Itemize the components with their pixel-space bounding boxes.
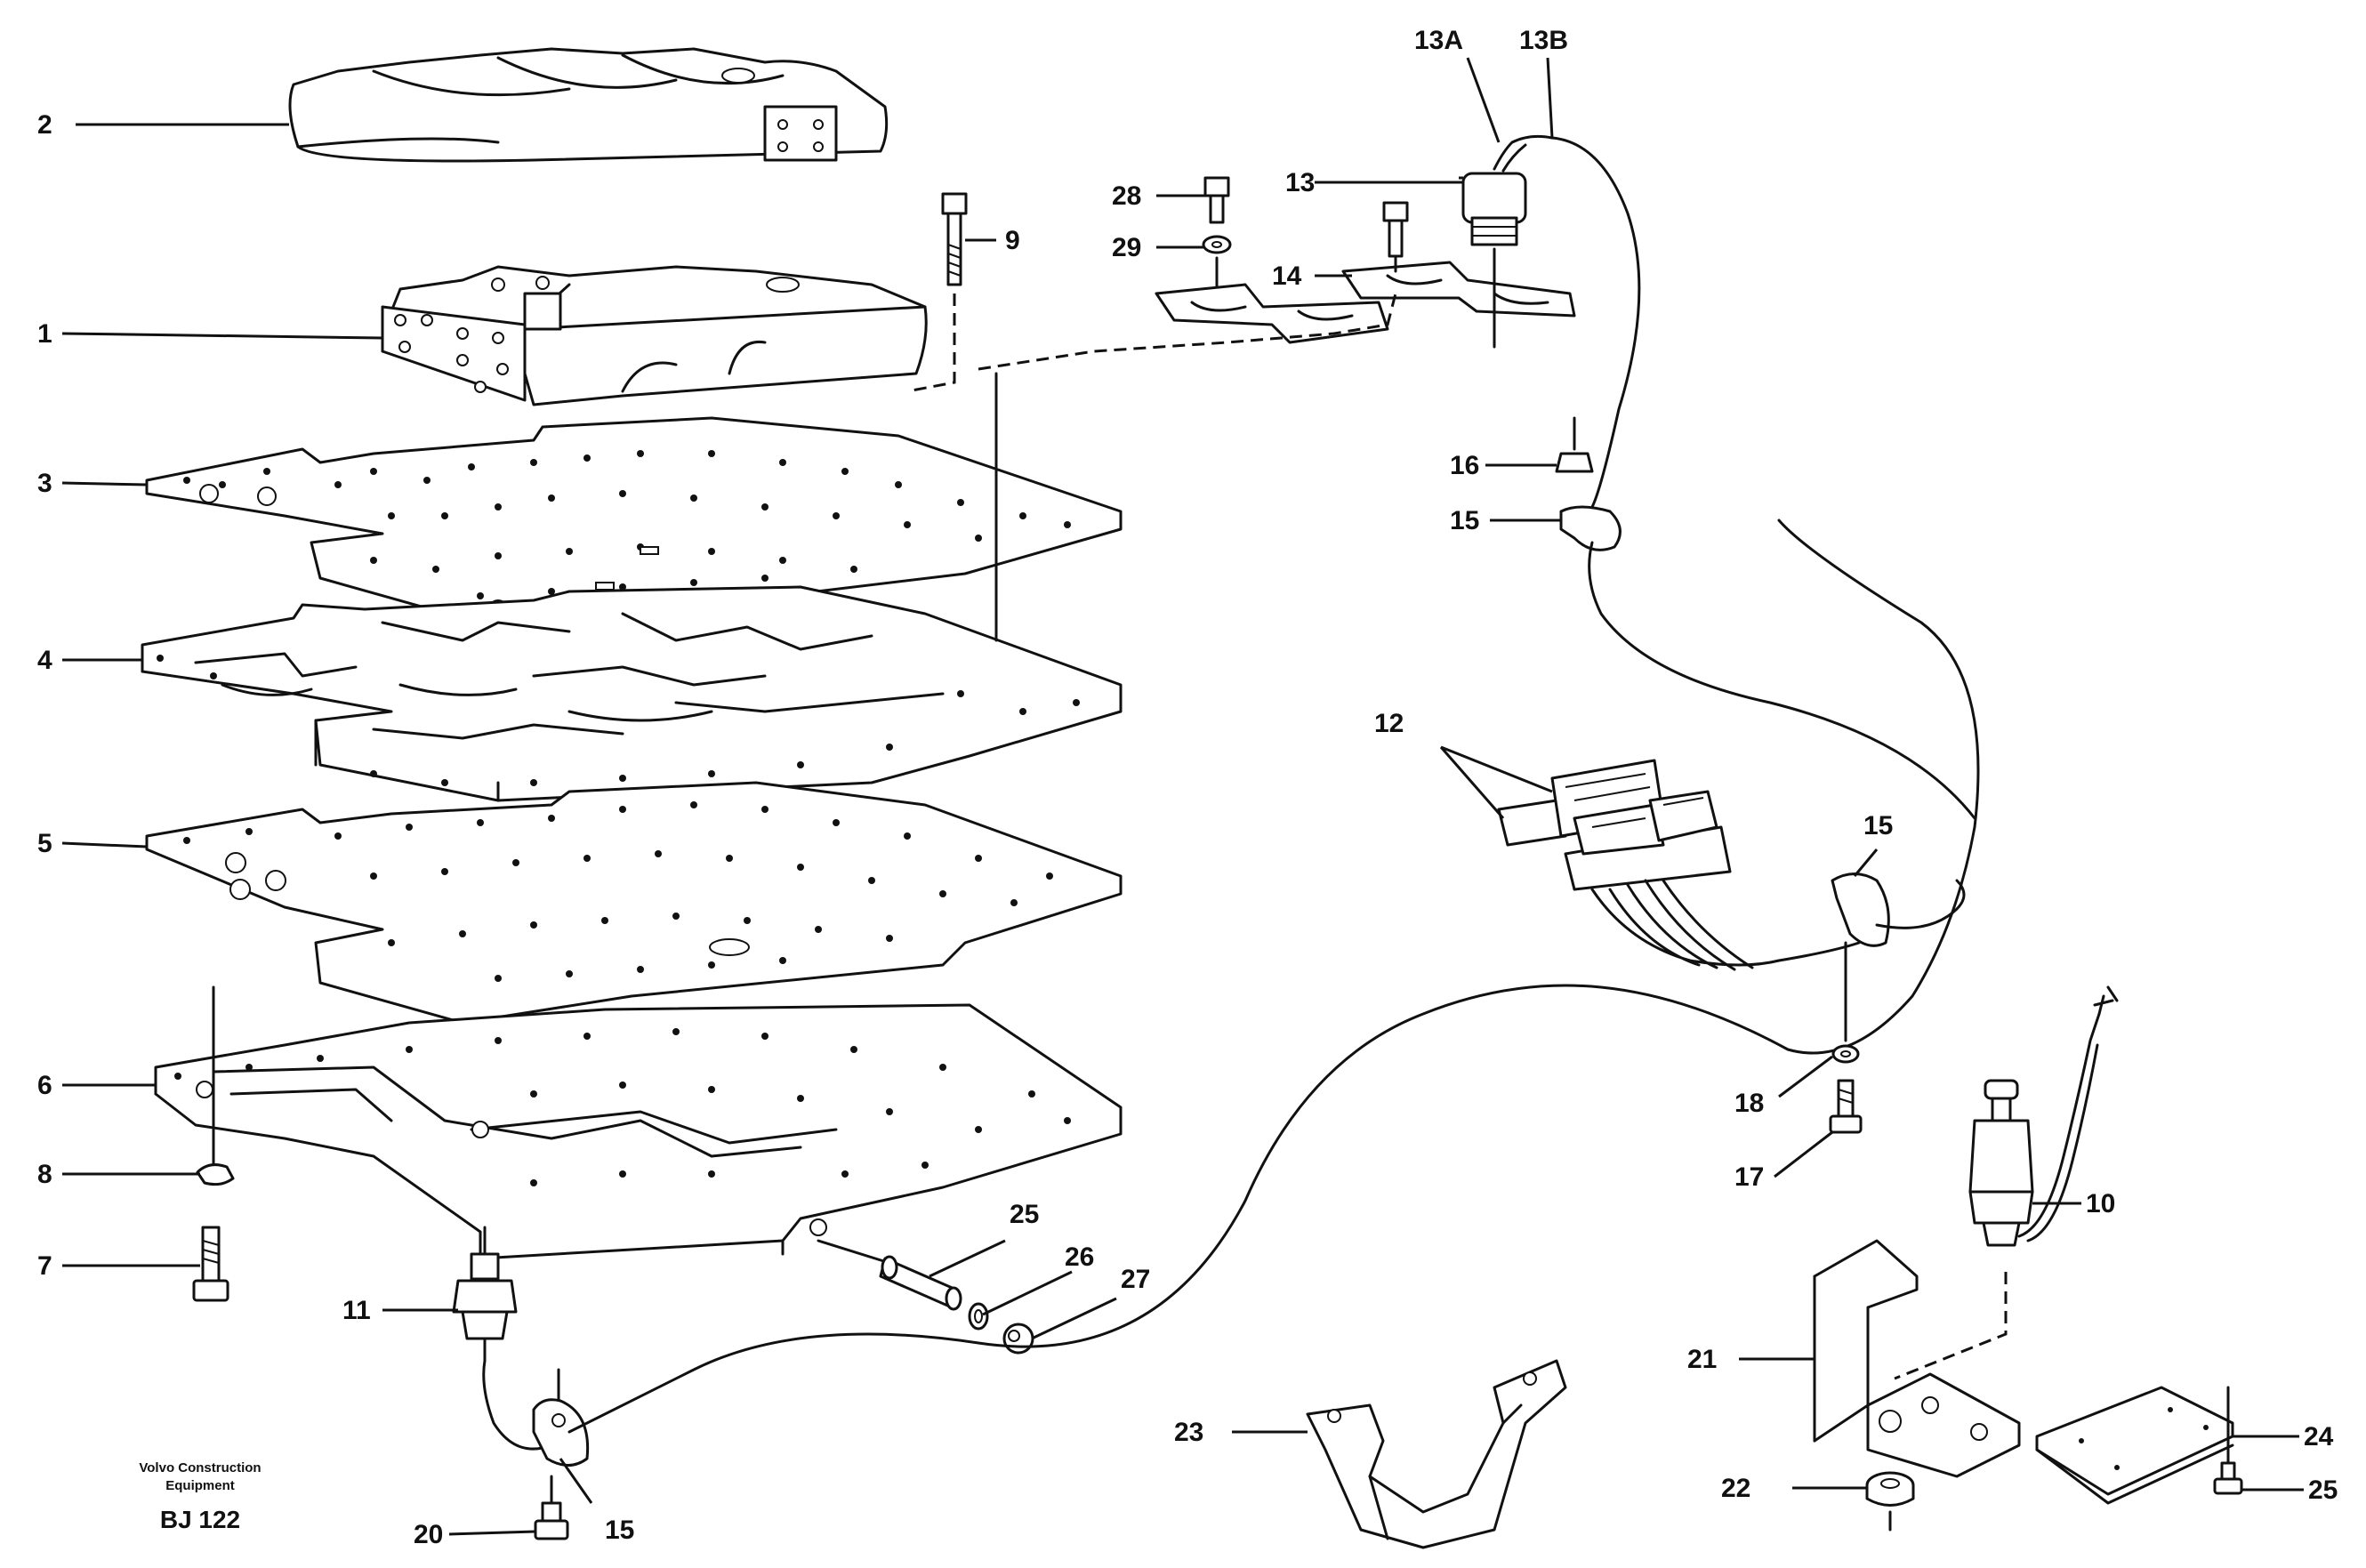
- callout-6: 6: [37, 1071, 52, 1100]
- callout-24: 25: [2308, 1476, 2338, 1505]
- part-29-washer: [1202, 235, 1232, 295]
- callout-2: 2: [37, 110, 52, 140]
- part-14-bracket: [978, 201, 1576, 642]
- part-15-clip-upper: [1559, 505, 1976, 820]
- callout-3: 3: [37, 469, 52, 498]
- callout-23: 24: [2304, 1422, 2334, 1451]
- callout-19: 20: [414, 1520, 443, 1549]
- callout-22: 23: [1174, 1418, 1203, 1447]
- callout-15-upper: 15: [1450, 506, 1479, 535]
- callout-15-middle: 15: [1863, 811, 1893, 840]
- part-8-washer: [196, 985, 235, 1186]
- part-17-screw: [1829, 1079, 1863, 1134]
- credit-company-line2: Equipment: [165, 1478, 235, 1493]
- callout-4: 4: [37, 646, 52, 675]
- callout-28: 28: [1112, 181, 1141, 211]
- callout-7: 7: [37, 1251, 52, 1281]
- callout-12: 12: [1374, 709, 1404, 738]
- callout-29: 29: [1112, 233, 1141, 262]
- part-27-plug: [1002, 1323, 1034, 1355]
- part-23-plate: [2035, 1386, 2234, 1505]
- drawing-code: BJ 122: [160, 1506, 240, 1533]
- callout-17: 17: [1734, 1162, 1764, 1192]
- callout-8: 8: [37, 1160, 52, 1189]
- callout-21: 22: [1721, 1474, 1750, 1503]
- callout-5: 5: [37, 829, 52, 858]
- callout-14: 14: [1272, 261, 1302, 291]
- part-15-clip-lower: [532, 519, 1980, 1467]
- part-13-connector: [1461, 134, 1641, 509]
- callout-labels: 2 1 3 4 5 6 8 7 9 10 11 12 13 13A 13B 14…: [37, 26, 2338, 1549]
- callout-26: 26: [1065, 1242, 1094, 1272]
- part-10-switch: [1894, 985, 2119, 1380]
- part-6-base-plate: [154, 1003, 1123, 1265]
- part-12-connector-block: [1497, 759, 1861, 971]
- part-21-nut: [1865, 1471, 1915, 1532]
- callout-13: 13: [1285, 168, 1315, 197]
- part-25-pin: [817, 1239, 962, 1311]
- part-28-screw: [1203, 176, 1230, 224]
- leader-lines: [61, 57, 2304, 1536]
- callout-11: 11: [342, 1296, 371, 1325]
- part-2-cover: [288, 47, 889, 163]
- part-9-bolt: [906, 192, 968, 393]
- part-26-seal-ring: [968, 1302, 989, 1331]
- part-3-gasket: [145, 416, 1123, 620]
- part-18-washer: [1831, 1044, 1860, 1064]
- part-5-gasket: [145, 781, 1123, 1025]
- part-22-u-bracket: [1306, 1359, 1567, 1549]
- part-20-bracket: [1813, 1239, 2021, 1478]
- callout-25: 25: [1010, 1200, 1039, 1229]
- credit-company: Volvo Construction: [139, 1460, 261, 1476]
- callout-15-lower: 15: [605, 1516, 634, 1545]
- callout-18: 18: [1734, 1089, 1764, 1118]
- part-4-valve-body: [141, 585, 1123, 802]
- part-1-valve-housing: [381, 265, 928, 406]
- part-19-screw: [534, 1475, 569, 1540]
- callout-13B: 13B: [1519, 26, 1568, 55]
- part-7-bolt: [192, 1226, 229, 1302]
- callout-27: 27: [1121, 1265, 1150, 1294]
- callout-9: 9: [1005, 226, 1020, 255]
- callout-10: 10: [2086, 1189, 2115, 1218]
- callout-20: 21: [1687, 1345, 1717, 1374]
- callout-1: 1: [37, 319, 52, 349]
- part-16-nut: [1555, 416, 1594, 473]
- part-11-sensor: [452, 1226, 553, 1451]
- credit-block: Volvo Construction Equipment BJ 122: [139, 1460, 261, 1533]
- part-15-clip-middle: [1831, 872, 1966, 1042]
- callout-13A: 13A: [1414, 26, 1463, 55]
- callout-16: 16: [1450, 451, 1479, 480]
- part-24-screw: [2213, 1386, 2243, 1495]
